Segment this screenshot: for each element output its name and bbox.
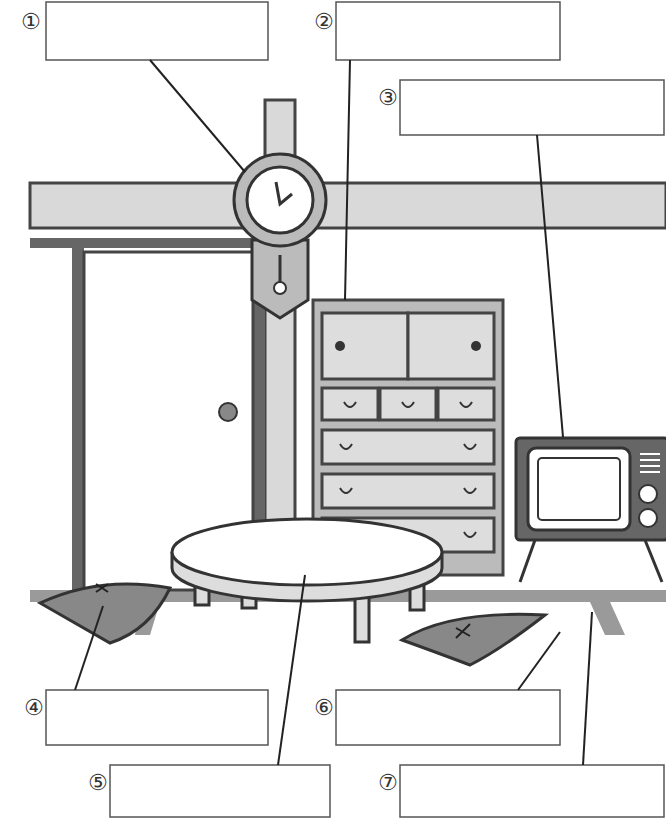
callout-number: ① — [21, 11, 41, 33]
callout-number: ⑤ — [88, 772, 108, 794]
callout-number: ⑦ — [378, 772, 398, 794]
leader-lines — [75, 60, 592, 765]
callout-number: ② — [314, 11, 334, 33]
answer-boxes — [46, 2, 664, 817]
callout-number: ④ — [24, 697, 44, 719]
callout-number: ③ — [378, 87, 398, 109]
callout-number: ⑥ — [314, 697, 334, 719]
